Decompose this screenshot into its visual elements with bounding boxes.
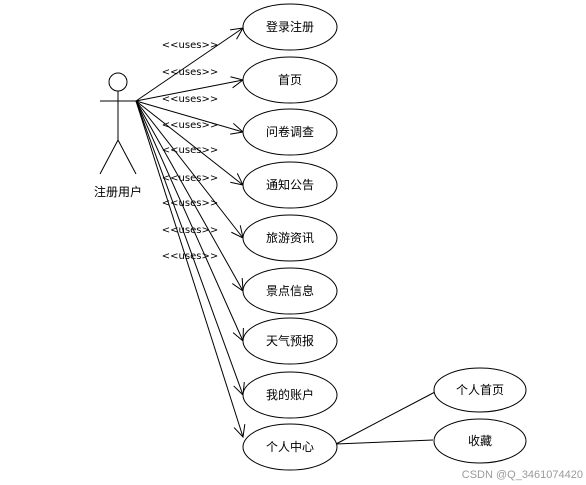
stereotype-label: <<uses>> (162, 94, 218, 105)
stereotype-label: <<uses>> (162, 120, 218, 131)
use-case-personal-center[interactable]: 个人中心 (242, 423, 338, 471)
association-lines (135, 27, 246, 439)
watermark: CSDN @Q_3461074420 (462, 469, 583, 481)
use-case-label: 个人中心 (266, 439, 314, 454)
use-case-notice[interactable]: 通知公告 (242, 161, 338, 209)
use-case-label: 问卷调查 (266, 124, 314, 139)
use-case-account[interactable]: 我的账户 (242, 371, 338, 419)
use-case-scenic-info[interactable]: 景点信息 (242, 267, 338, 315)
association-line (135, 79, 244, 102)
actor-label: 注册用户 (94, 184, 142, 199)
stereotype-label: <<uses>> (162, 198, 218, 209)
stereotype-label: <<uses>> (162, 251, 218, 262)
link-personal-home (335, 391, 436, 445)
stereotype-label: <<uses>> (162, 145, 218, 156)
use-case-label: 景点信息 (266, 283, 314, 298)
stereotype-label: <<uses>> (162, 67, 218, 78)
use-case-travel-info[interactable]: 旅游资讯 (242, 214, 338, 262)
use-case-survey[interactable]: 问卷调查 (242, 108, 338, 156)
actor-stick-figure (99, 72, 137, 175)
use-case-weather[interactable]: 天气预报 (242, 317, 338, 365)
use-case-label: 个人首页 (456, 383, 504, 397)
stereotype-label: <<uses>> (162, 225, 218, 236)
association-line (135, 100, 244, 186)
use-case-label: 首页 (278, 73, 302, 87)
link-favorites (335, 439, 434, 445)
association-line (135, 100, 244, 342)
use-case-home[interactable]: 首页 (242, 56, 338, 104)
use-case-personal-home[interactable]: 个人首页 (433, 367, 527, 413)
stereotype-label: <<uses>> (162, 40, 218, 51)
use-case-label: 登录注册 (266, 19, 314, 34)
use-case-label: 我的账户 (266, 387, 314, 402)
association-line (135, 100, 244, 239)
arrowhead (233, 424, 246, 439)
use-case-label: 通知公告 (266, 178, 314, 192)
stereotype-label: <<uses>> (162, 173, 218, 184)
association-line (135, 27, 244, 102)
use-case-label: 收藏 (468, 434, 492, 448)
stereotype-labels: <<uses>> <<uses>> <<uses>> <<uses>> <<uses>>… (162, 40, 218, 262)
use-case-label: 旅游资讯 (266, 231, 314, 245)
association-line (135, 100, 244, 292)
use-case-favorites[interactable]: 收藏 (433, 418, 527, 464)
use-case-label: 天气预报 (266, 333, 314, 348)
association-line (135, 100, 244, 396)
association-line (135, 100, 244, 438)
use-case-login[interactable]: 登录注册 (242, 3, 338, 51)
association-line (135, 100, 244, 133)
